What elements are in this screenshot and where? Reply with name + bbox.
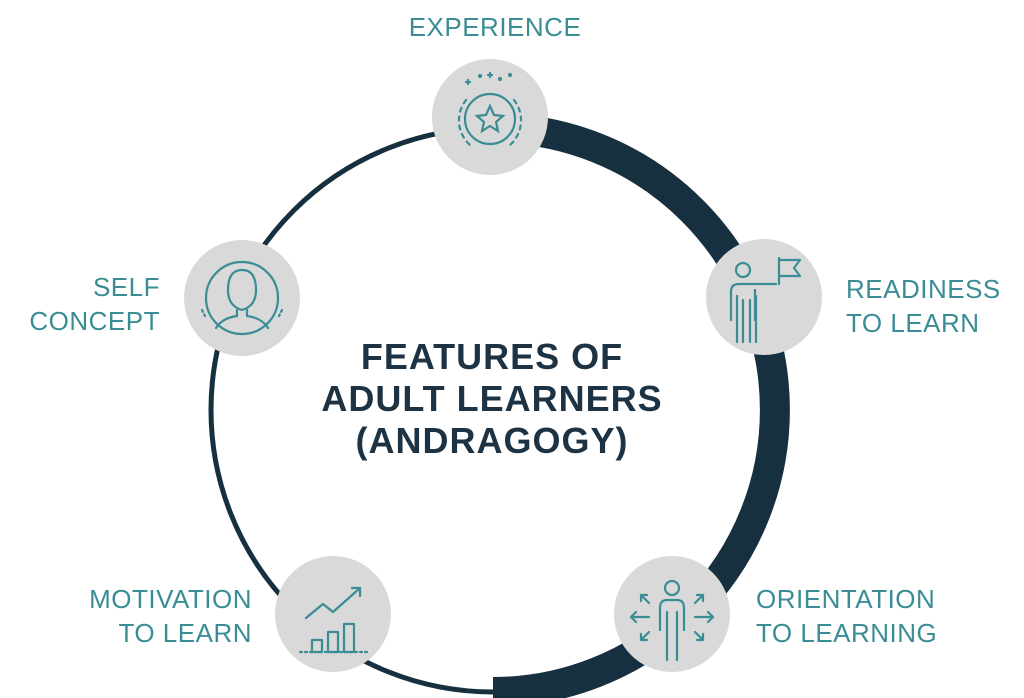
growth-chart-icon: [298, 586, 370, 654]
feature-label-self-concept: SELF CONCEPT: [29, 272, 160, 336]
person-arrows-icon: [629, 579, 715, 662]
person-profile-icon: [200, 260, 284, 336]
experience-node: [432, 59, 548, 175]
orientation-node: [614, 556, 730, 672]
cycle-thick-arc: [492, 113, 790, 698]
motivation-node: [275, 556, 391, 672]
feature-label-motivation: MOTIVATION TO LEARN: [89, 584, 252, 648]
star-badge-icon: [457, 71, 523, 147]
feature-label-readiness: READINESS TO LEARN: [846, 274, 1001, 338]
title-line-3: (ANDRAGOGY): [355, 420, 629, 461]
title-line-1: FEATURES OF: [360, 336, 624, 377]
readiness-node: [706, 239, 822, 355]
title-line-2: ADULT LEARNERS: [321, 378, 663, 419]
diagram-title: FEATURES OF ADULT LEARNERS (ANDRAGOGY): [262, 336, 722, 462]
feature-label-experience: EXPERIENCE: [408, 12, 582, 42]
feature-label-orientation: ORIENTATION TO LEARNING: [756, 584, 938, 648]
self-concept-node: [184, 240, 300, 356]
person-flag-icon: [729, 256, 802, 344]
